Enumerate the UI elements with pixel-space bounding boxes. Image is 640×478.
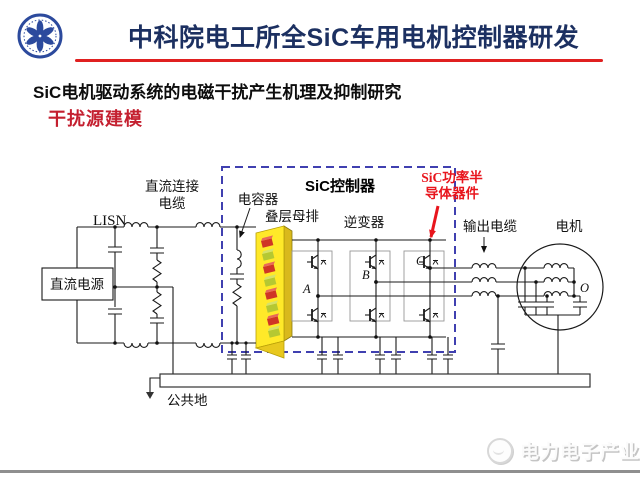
- motor-network: [516, 243, 604, 374]
- laminated-busbar-graphic: [254, 225, 293, 359]
- motor-winding: [543, 277, 569, 283]
- label-inverter: 逆变器: [344, 215, 385, 230]
- label-dc-cable-1: 直流连接: [145, 178, 199, 194]
- label-lisn: LISN: [93, 213, 127, 229]
- igbt-symbol: [418, 304, 439, 326]
- lisn-capacitor: [107, 308, 123, 315]
- label-phase-c: C: [416, 254, 425, 268]
- parasitic-capacitors: [226, 296, 506, 374]
- logo-flower: [26, 20, 54, 52]
- label-phase-a: A: [302, 282, 311, 296]
- title-underline: [75, 59, 603, 62]
- lisn-capacitor: [107, 246, 123, 253]
- label-output-cable: 输出电缆: [463, 219, 517, 234]
- motor-winding: [543, 263, 569, 269]
- output-cable-inductor: [471, 291, 497, 297]
- lisn-resistor: [152, 291, 162, 315]
- label-motor: 电机: [556, 219, 584, 234]
- institute-logo: [17, 13, 63, 59]
- emi-circuit-diagram: LISN 直流电源 直流连接 电缆 电容器 SiC控制器 叠层母排 逆变器 Si…: [41, 166, 604, 408]
- label-capacitor: 电容器: [238, 191, 279, 207]
- dc-cable-inductor: [195, 222, 221, 228]
- ground-symbol: [146, 392, 154, 399]
- label-dc-source: 直流电源: [50, 277, 104, 292]
- watermark-text: 电力电子产业: [520, 442, 640, 463]
- igbt-symbol: [306, 251, 327, 273]
- junction-dots: [113, 225, 576, 345]
- lisn-inductor: [123, 342, 149, 348]
- section-title: 干扰源建模: [48, 109, 143, 129]
- dc-link-capacitor-branch: [229, 227, 245, 343]
- page-title: 中科院电工所全SiC车用电机控制器研发: [128, 24, 580, 52]
- label-neutral-o: O: [580, 281, 589, 295]
- dc-cable-inductor: [195, 342, 221, 348]
- label-sic-device-2: 导体器件: [425, 185, 479, 201]
- output-cable-inductor: [471, 277, 497, 283]
- busbar-component-blocks: [261, 235, 281, 338]
- sic-device-pointer-arrow: [429, 205, 440, 239]
- lisn-capacitor: [149, 247, 165, 254]
- watermark: 电力电子产业: [487, 437, 640, 464]
- lisn-inductor: [123, 222, 149, 228]
- lisn-resistor: [152, 259, 162, 283]
- logo-inner-ring: [23, 19, 57, 53]
- label-dc-cable-2: 电缆: [159, 196, 186, 211]
- label-busbar: 叠层母排: [265, 209, 319, 224]
- watermark-logo-icon: [487, 437, 513, 464]
- slide-subtitle: SiC电机驱动系统的电磁干扰产生机理及抑制研究: [33, 83, 402, 102]
- output-cable-inductor: [471, 263, 497, 269]
- lisn-capacitor: [149, 317, 165, 324]
- igbt-symbol: [306, 304, 327, 326]
- capacitor-pointer-arrow: [239, 207, 251, 238]
- igbt-symbol: [364, 304, 385, 326]
- common-ground-bar: [146, 373, 591, 399]
- dc-source-box: [41, 267, 114, 301]
- label-phase-b: B: [362, 268, 370, 282]
- label-sic-device-1: SiC功率半: [421, 169, 483, 185]
- motor-circle: [516, 243, 604, 331]
- circuit-wiring: [41, 207, 604, 399]
- label-controller: SiC控制器: [305, 177, 376, 195]
- bottom-divider: [0, 470, 640, 473]
- label-common-ground: 公共地: [167, 393, 208, 408]
